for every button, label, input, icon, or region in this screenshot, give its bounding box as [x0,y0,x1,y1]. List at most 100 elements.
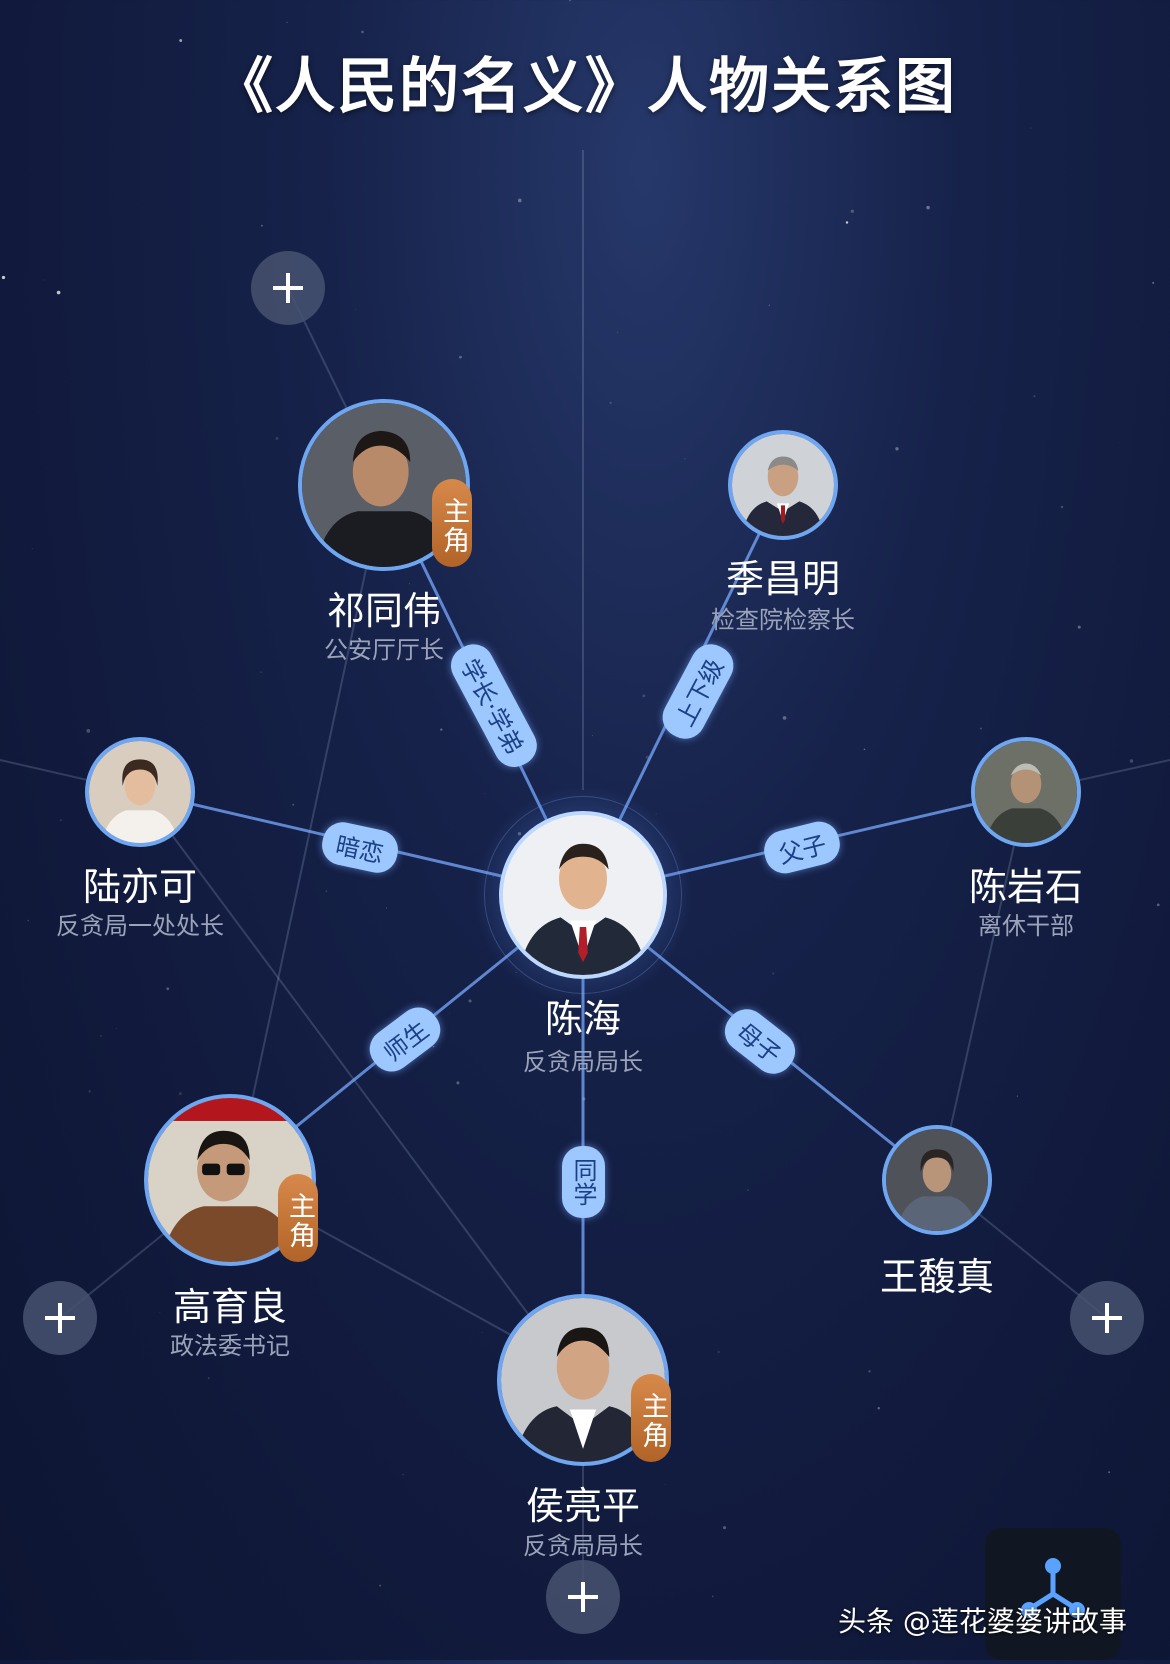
avatar [144,1094,316,1266]
background-line [139,791,541,1331]
person-node-qi-tongwei[interactable]: 主角 [298,399,472,571]
avatar [882,1125,992,1235]
avatar [499,811,667,979]
star [31,548,33,550]
person-role: 离休干部 [978,912,1074,940]
star [100,1034,102,1037]
person-name: 侯亮平 [525,1484,641,1528]
star [292,803,295,806]
person-role: 反贪局一处处长 [56,912,224,940]
star [1152,281,1155,284]
star [56,290,61,295]
star [1,275,6,280]
star [722,1526,727,1530]
star [979,727,982,730]
star [260,671,263,674]
person-name: 陆亦可 [82,865,198,909]
star [768,304,771,306]
star [159,1311,161,1313]
star [684,458,686,460]
person-role: 政法委书记 [170,1332,290,1360]
star [207,1377,210,1380]
star [609,401,612,405]
expand-button-top-left[interactable] [251,251,325,325]
center-node-chen-hai[interactable] [473,785,693,1005]
portrait-icon [886,1129,988,1231]
star [468,999,472,1003]
expand-button-right[interactable] [1070,1281,1144,1355]
lead-badge: 主角 [432,479,472,567]
star [1118,442,1120,444]
portrait-icon [975,741,1077,843]
person-node-hou-liangping[interactable]: 主角 [497,1294,671,1466]
star [459,355,462,359]
star [1077,625,1081,629]
person-name: 王馥真 [879,1255,995,1299]
star [1030,127,1032,129]
star [1156,903,1160,907]
watermark: 头条 @莲花婆婆讲故事 [838,1605,1127,1638]
star [1016,1095,1019,1097]
star [60,819,62,821]
star [926,205,930,210]
center-role: 反贪局局长 [523,1048,643,1076]
star [386,907,388,909]
avatar [85,737,195,847]
person-node-gao-yuliang[interactable]: 主角 [144,1094,318,1266]
star [409,583,410,585]
star [179,39,183,42]
person-name: 陈岩石 [968,865,1084,909]
star [355,308,357,310]
star [379,1584,382,1587]
star [481,1331,483,1333]
portrait-icon [89,741,191,843]
star [616,331,619,334]
relation-label-hou[interactable]: 同学 [562,1146,605,1218]
star [850,209,854,213]
star [970,889,974,894]
star [361,30,364,34]
expand-button-bottom[interactable] [546,1560,620,1634]
star [1033,395,1036,398]
center-name: 陈海 [544,997,622,1041]
star [592,735,593,737]
person-node-lu-yike[interactable] [85,737,195,847]
star [772,972,775,975]
star [178,1092,182,1096]
background-line [249,484,385,1111]
person-node-chen-yanshi[interactable] [971,737,1081,847]
brand-button[interactable] [985,1528,1121,1660]
star [642,694,646,698]
expand-button-left[interactable] [23,1281,97,1355]
star [845,221,849,224]
star [1129,759,1134,763]
lead-badge: 主角 [278,1174,318,1262]
avatar [971,737,1081,847]
person-name: 高育良 [172,1285,288,1329]
star [449,1012,451,1014]
star [88,1090,91,1093]
star [484,793,486,794]
star [868,1370,871,1373]
person-node-wang-fuzhen[interactable] [882,1125,992,1235]
portrait-icon [732,434,834,536]
star [1060,505,1064,509]
person-node-ji-changming[interactable] [728,430,838,540]
star [711,1595,714,1598]
star [717,1350,720,1354]
star [325,890,328,892]
page-title: 《人民的名义》人物关系图 [213,52,957,122]
avatar [298,399,470,571]
star [43,279,45,281]
star [863,748,866,751]
star [430,84,433,87]
person-role: 反贪局局长 [523,1532,643,1560]
star [440,728,443,731]
person-role: 检查院检察长 [711,606,855,634]
portrait-icon [302,403,466,567]
person-role: 公安厅厅长 [324,636,444,664]
star [275,436,279,440]
person-name: 祁同伟 [326,589,442,633]
star [27,919,30,922]
